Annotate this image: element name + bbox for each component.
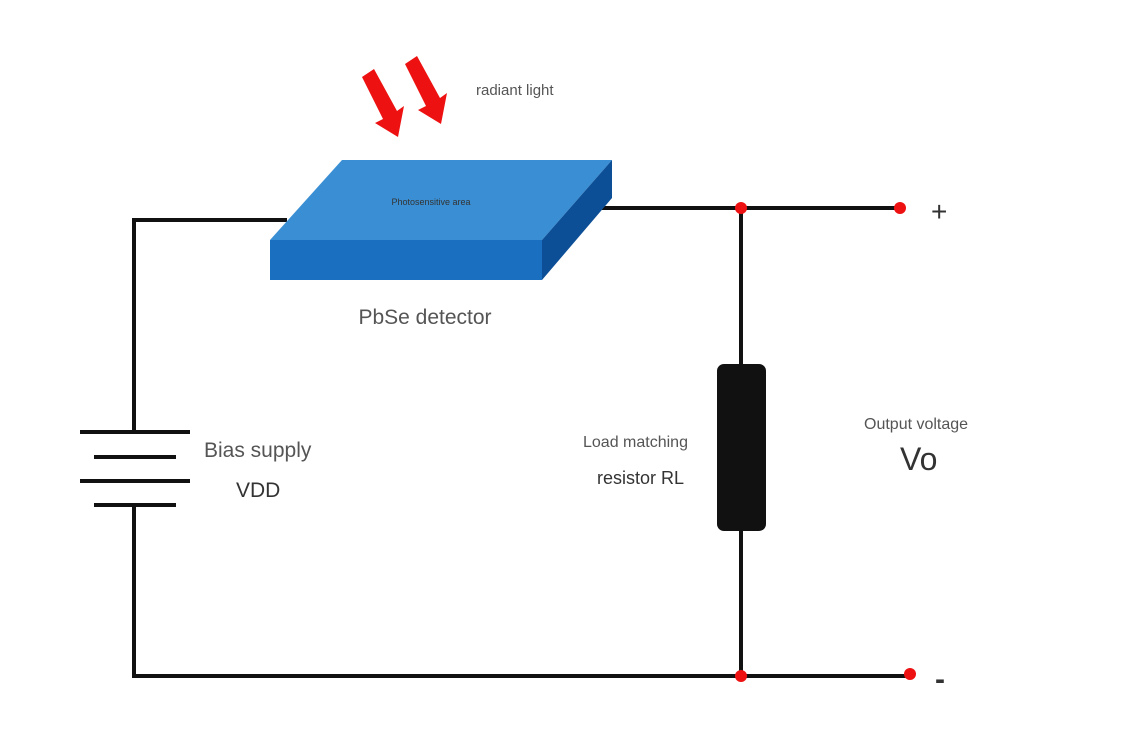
battery-symbol — [80, 430, 190, 507]
load-matching-label: Load matching — [583, 434, 688, 451]
pbse-detector — [270, 160, 612, 280]
radiant-light-arrows — [362, 56, 447, 137]
terminal-plus — [894, 202, 906, 214]
plus-sign: + — [931, 196, 947, 227]
output-voltage-label: Output voltage — [864, 416, 968, 433]
resistor-rl-label: resistor RL — [597, 468, 684, 488]
photosensitive-area-label: Photosensitive area — [391, 197, 470, 207]
vo-label: Vo — [900, 441, 937, 477]
light-arrow-left — [362, 69, 404, 137]
load-resistor — [717, 364, 766, 531]
node-bottom-junction — [735, 670, 747, 682]
bias-supply-label: Bias supply — [204, 439, 312, 462]
nodes — [735, 202, 916, 682]
radiant-light-label: radiant light — [476, 82, 554, 99]
vdd-label: VDD — [236, 479, 280, 502]
minus-sign: - — [935, 663, 945, 696]
detector-side-face — [542, 160, 612, 280]
terminal-minus — [904, 668, 916, 680]
detector-label: PbSe detector — [358, 306, 491, 329]
wire-left-top — [132, 218, 287, 434]
detector-front-face — [270, 240, 542, 280]
node-top-junction — [735, 202, 747, 214]
light-arrow-right — [405, 56, 447, 124]
wire-left-bottom — [132, 503, 912, 678]
detector-top-face — [270, 160, 612, 240]
